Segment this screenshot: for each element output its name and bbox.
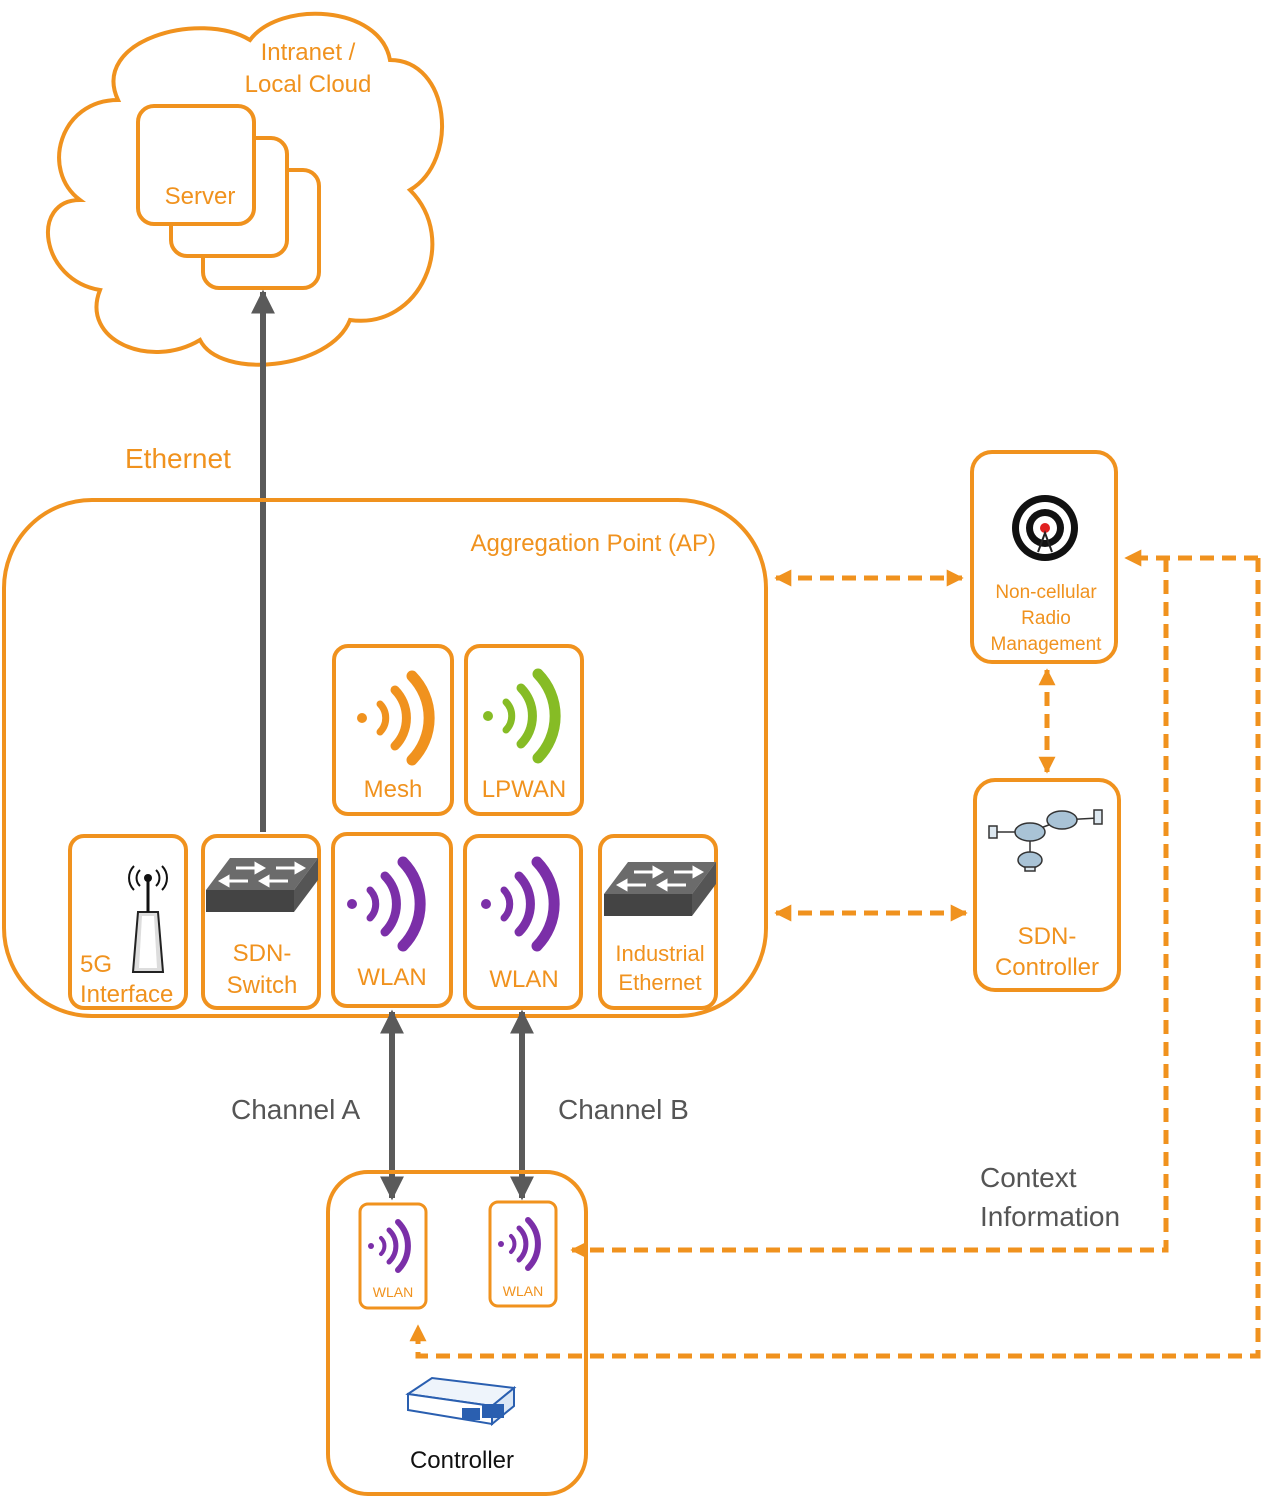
sdn-switch-label-line2: Switch: [227, 972, 298, 999]
ethernet-label: Ethernet: [125, 443, 231, 474]
local-cloud: Intranet / Local Cloud Server: [45, 11, 444, 367]
wifi-signal-icon: [483, 668, 561, 764]
wifi-signal-icon: [481, 856, 560, 952]
controller-label: Controller: [410, 1447, 514, 1474]
mesh-module: Mesh: [332, 644, 454, 816]
wifi-signal-icon: [347, 856, 426, 952]
lpwan-module: LPWAN: [464, 644, 584, 816]
controller-box: WLAN WLAN Controller: [326, 1170, 588, 1496]
wifi-signal-icon: [357, 670, 435, 766]
fiveg-label-line1: 5G: [80, 951, 112, 978]
controller-wlan-feedback-path: [409, 558, 1261, 1359]
network-switch-icon: [206, 858, 318, 912]
fiveg-interface-module: 5G Interface: [68, 834, 188, 1010]
channel-b-label: Channel B: [558, 1094, 689, 1125]
controller-device-icon: [405, 1376, 517, 1427]
context-info-label-line1: Context: [980, 1162, 1077, 1193]
wlan-b-label: WLAN: [489, 966, 558, 993]
server-label: Server: [165, 183, 236, 210]
dashed-connectors: [409, 549, 1261, 1359]
wifi-signal-icon: [368, 1219, 411, 1273]
sdn-controller-box: SDN- Controller: [973, 778, 1121, 992]
sdn-switch-module: SDN- Switch: [201, 834, 321, 1010]
wifi-signal-icon: [498, 1217, 541, 1271]
controller-wlan-a-label: WLAN: [373, 1284, 413, 1300]
network-switch-icon: [604, 862, 716, 916]
wlan-b-module: WLAN: [463, 834, 583, 1010]
industrial-ethernet-module: Industrial Ethernet: [598, 834, 718, 1010]
wlan-a-module: WLAN: [331, 832, 453, 1008]
cloud-title-line2: Local Cloud: [245, 71, 372, 98]
lpwan-label: LPWAN: [482, 776, 566, 803]
radio-mgmt-label-line3: Management: [991, 634, 1103, 655]
context-info-label-line2: Information: [980, 1201, 1120, 1232]
cloud-outline: [45, 11, 444, 367]
controller-wlan-b-label: WLAN: [503, 1283, 543, 1299]
wlan-a-label: WLAN: [357, 964, 426, 991]
sdn-controller-label-line1: SDN-: [1018, 923, 1077, 950]
fiveg-label-line2: Interface: [80, 981, 173, 1008]
industrial-label-line1: Industrial: [615, 941, 704, 966]
network-topology-icon: [988, 809, 1103, 872]
ap-title: Aggregation Point (AP): [471, 530, 716, 557]
cloud-title-line1: Intranet /: [261, 39, 356, 66]
antenna-icon: [128, 865, 168, 973]
aggregation-point: Aggregation Point (AP) Mesh LPWAN: [2, 498, 768, 1018]
radio-management-box: Non-cellular Radio Management: [970, 450, 1118, 664]
channel-a-label: Channel A: [231, 1094, 361, 1125]
sdn-controller-label-line2: Controller: [995, 954, 1099, 981]
radio-mgmt-label-line1: Non-cellular: [995, 582, 1097, 603]
context-information-path: [570, 558, 1169, 1259]
mesh-label: Mesh: [364, 776, 423, 803]
radio-mgmt-label-line2: Radio: [1021, 608, 1071, 629]
radio-target-icon: [1012, 495, 1078, 561]
sdn-switch-label-line1: SDN-: [233, 940, 292, 967]
industrial-label-line2: Ethernet: [618, 970, 701, 995]
server-box-front: [136, 104, 256, 226]
